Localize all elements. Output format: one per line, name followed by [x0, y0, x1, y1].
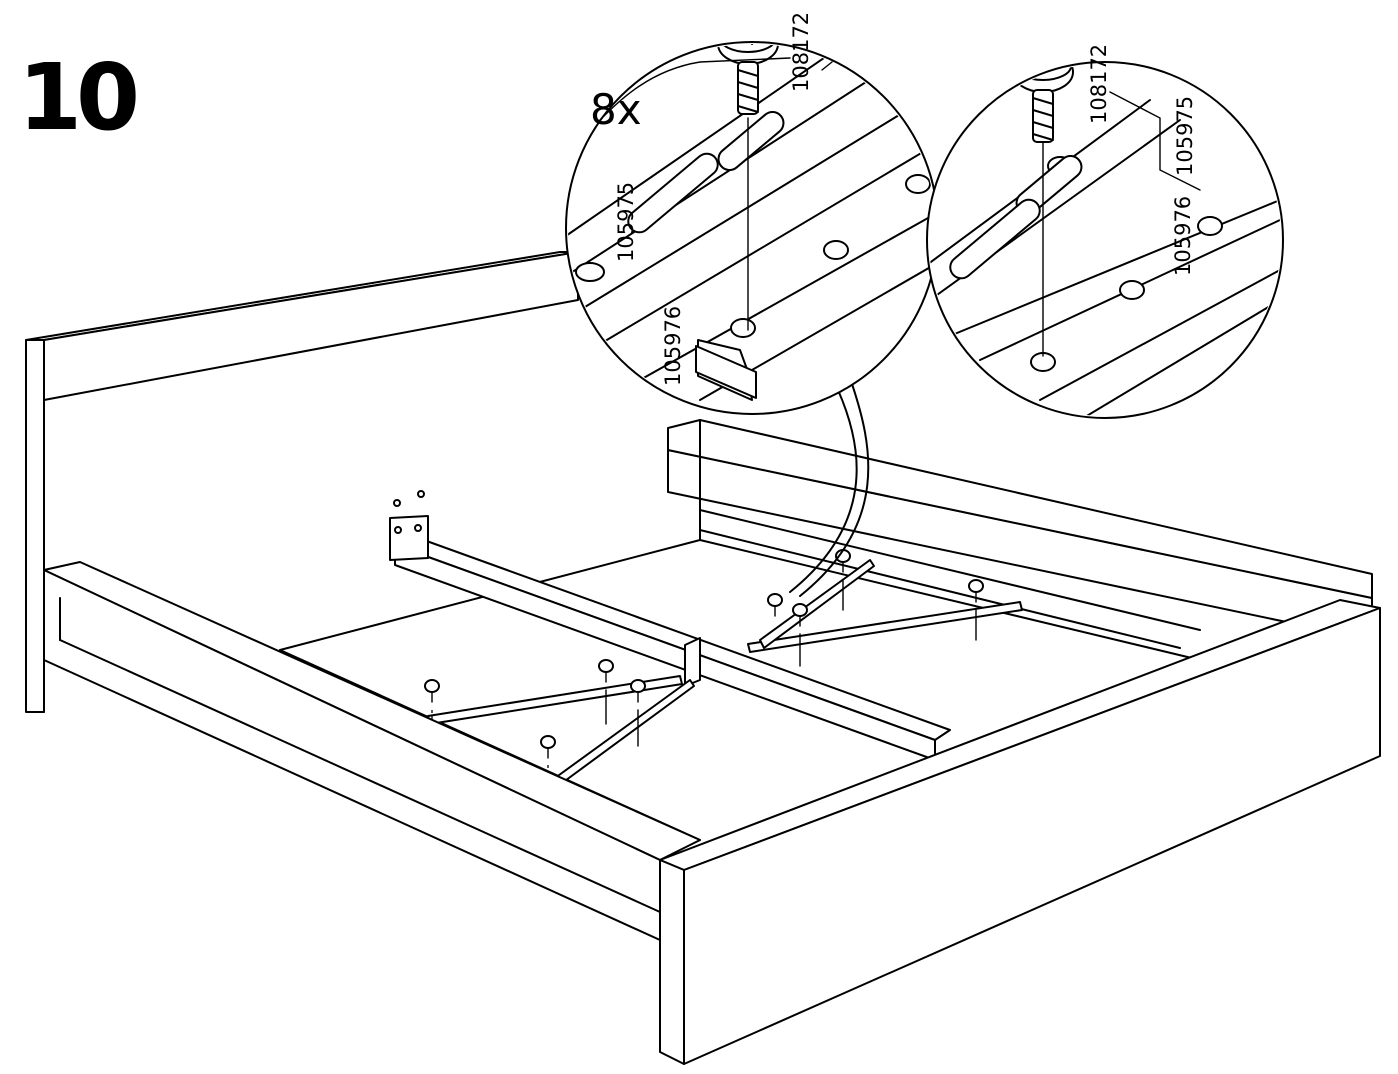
detail-circle-right	[926, 61, 1284, 419]
quantity-label: 8x	[590, 85, 642, 134]
leg-code-left: 105976	[661, 306, 685, 386]
diagonal-braces	[427, 559, 1023, 787]
leg-code-right: 105976	[1171, 196, 1195, 276]
right-side-rail	[667, 419, 1373, 649]
detail-circle-left	[565, 41, 939, 415]
footboard	[659, 599, 1381, 1065]
rail-code-left: 105975	[614, 182, 638, 262]
screw-detail-left	[717, 44, 779, 115]
screws	[424, 549, 984, 800]
headboard	[25, 251, 579, 713]
screw-code-right: 108172	[1087, 44, 1111, 124]
callout-leader	[789, 383, 870, 597]
rail-code-right: 105975	[1173, 96, 1197, 176]
screw-code-left: 108172	[789, 12, 813, 92]
step-number: 10	[18, 44, 140, 151]
